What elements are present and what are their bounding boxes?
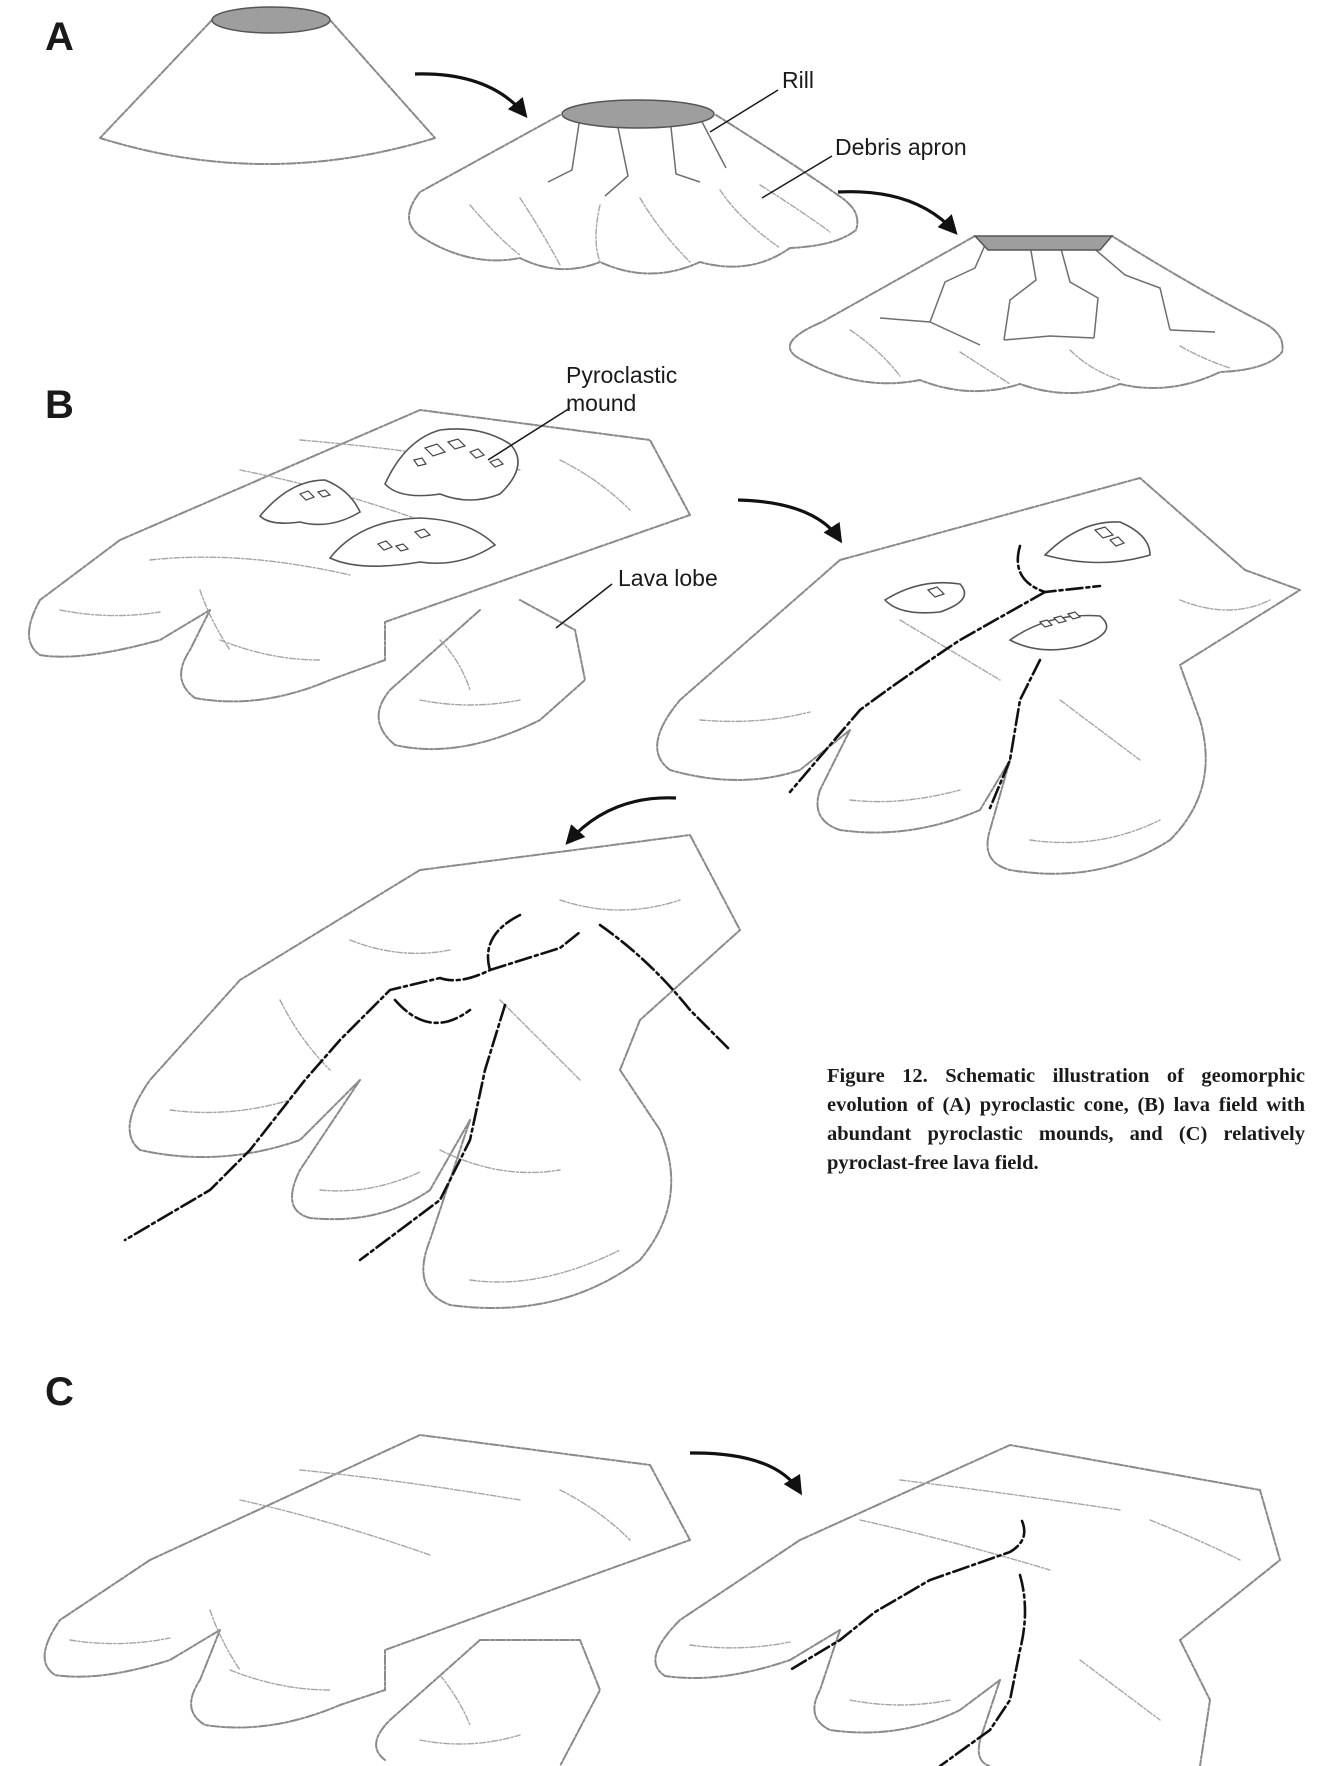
pyroclastic-mound-leader	[488, 408, 570, 460]
arrow-b2	[568, 798, 676, 842]
remnant-mound-b	[885, 583, 965, 613]
pyroclastic-mound-label-line1: Pyroclastic	[566, 362, 677, 388]
debris-apron-leader	[762, 156, 832, 198]
pyroclastic-mound-small	[260, 480, 360, 524]
rilled-cone-crater	[562, 100, 714, 128]
lava-lobe-leader	[556, 584, 612, 628]
lava-field-b2	[657, 478, 1300, 874]
panel-b-letter: B	[45, 383, 74, 427]
rill-label: Rill	[782, 67, 814, 93]
lava-field-c1	[45, 1435, 690, 1766]
pyroclastic-mound-lower	[330, 518, 495, 566]
panel-a-letter: A	[45, 15, 74, 59]
fresh-cone	[100, 7, 435, 164]
panel-c: C	[45, 1370, 1280, 1766]
rilled-cone	[409, 100, 857, 274]
lava-lobe-label: Lava lobe	[618, 565, 718, 591]
fresh-cone-crater	[212, 7, 330, 33]
debris-apron-label: Debris apron	[835, 134, 967, 160]
arrow-a1	[415, 74, 525, 115]
lava-field-b1	[29, 410, 690, 749]
lava-field-b3	[125, 835, 740, 1308]
figure-caption: Figure 12. Schematic illustration of geo…	[827, 1062, 1305, 1178]
remnant-mound-a	[1045, 522, 1150, 563]
lava-field-c2	[655, 1445, 1280, 1766]
degraded-cone	[790, 236, 1283, 393]
panel-c-letter: C	[45, 1370, 74, 1414]
panel-a: A Rill Debris apron	[45, 7, 1283, 393]
arrow-c1	[690, 1453, 800, 1492]
degraded-cone-crater	[975, 236, 1112, 250]
arrow-b1	[738, 500, 840, 540]
pyroclastic-mound-label-line2: mound	[566, 390, 636, 416]
rill-leader	[710, 90, 778, 132]
